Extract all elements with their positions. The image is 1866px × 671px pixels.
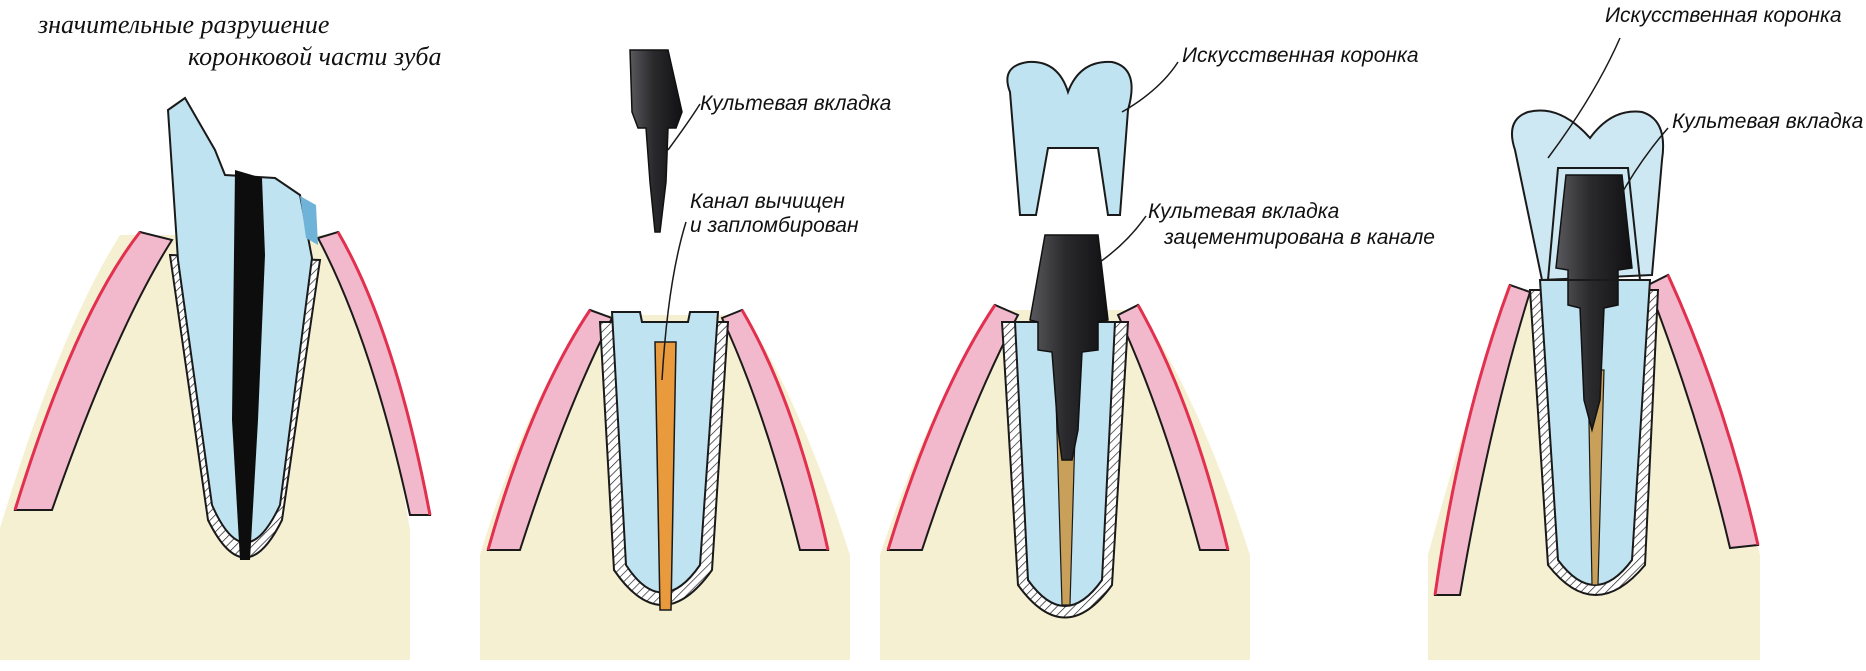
label-crown-1: Искусственная коронка: [1182, 44, 1419, 68]
panel-post-cemented: [880, 62, 1250, 660]
label-damage-line2: коронковой части зуба: [188, 42, 442, 72]
label-canal-line2: и запломбирован: [690, 214, 859, 238]
label-damage-line1: значительные разрушение: [38, 10, 329, 40]
panel-damaged-tooth: [0, 98, 430, 660]
label-post-core-1: Культевая вкладка: [700, 92, 891, 116]
label-crown-2: Искусственная коронка: [1605, 4, 1842, 28]
label-post-core-cemented-line1: Культевая вкладка: [1148, 200, 1339, 224]
label-canal-line1: Канал вычищен: [690, 190, 845, 214]
label-post-core-cemented-line2: зацементирована в канале: [1164, 226, 1435, 250]
leader-post-cemented: [1100, 216, 1146, 262]
panel-canal-cleaned: [480, 50, 850, 660]
label-post-core-2: Культевая вкладка: [1672, 110, 1863, 134]
crown-loose: [1007, 62, 1131, 215]
